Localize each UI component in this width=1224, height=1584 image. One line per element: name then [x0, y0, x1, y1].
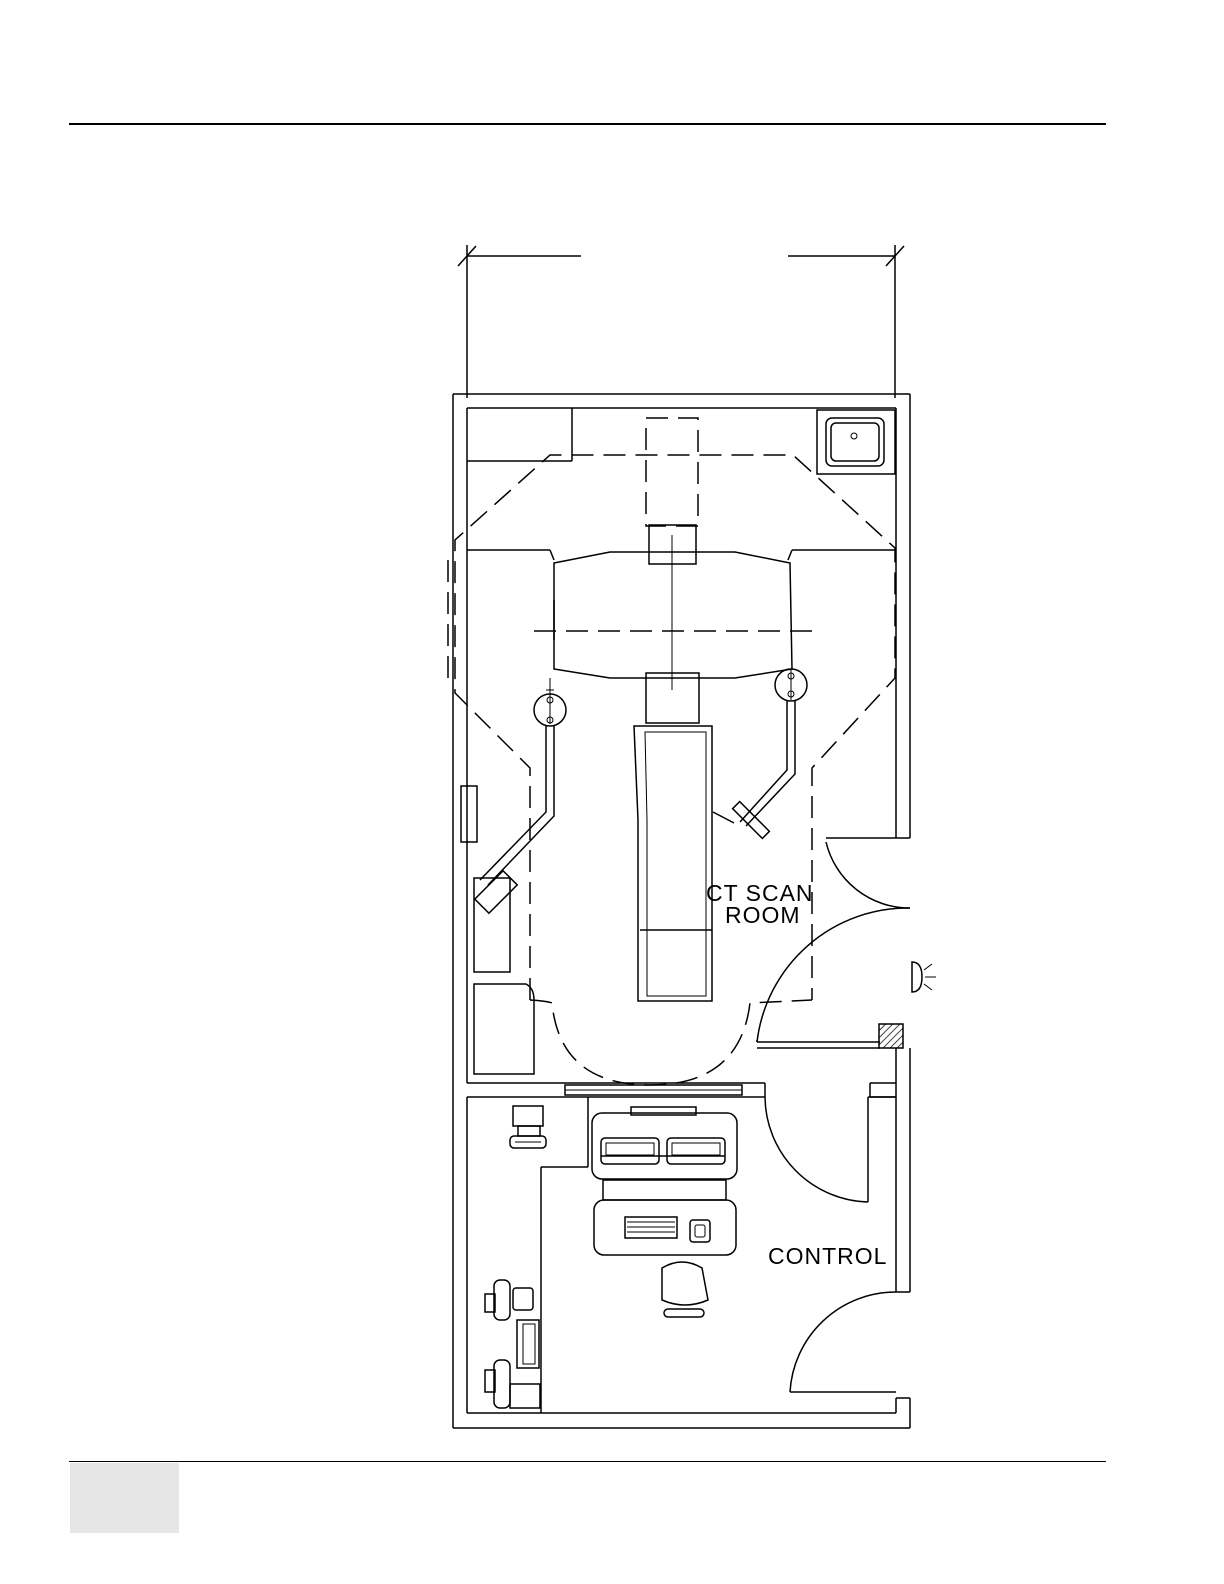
- counter-cabinet: [467, 408, 572, 461]
- patient-table: [634, 673, 712, 1001]
- door-frame: [757, 1042, 896, 1097]
- operator-console: [592, 1107, 737, 1255]
- observation-window: [565, 1085, 742, 1095]
- scan-room-door: [757, 838, 910, 1042]
- footer-rule: [69, 1461, 1106, 1462]
- scan-room-label-line2: ROOM: [725, 902, 801, 928]
- wall-panel: [461, 786, 477, 842]
- control-room-label: CONTROL: [768, 1243, 887, 1269]
- hatched-column: [879, 1024, 903, 1048]
- gantry: [448, 418, 895, 690]
- page-number-tab: [70, 1463, 179, 1533]
- interior-wall: [467, 1083, 765, 1413]
- printer-icon: [510, 1106, 546, 1148]
- outer-walls: [453, 394, 910, 1428]
- control-partitions: [541, 1097, 588, 1413]
- dimension-line: [458, 245, 904, 398]
- operator-chair: [662, 1262, 708, 1317]
- ceiling-arm-right: [713, 669, 807, 838]
- warning-light-icon: [912, 962, 936, 992]
- control-door-upper: [765, 1097, 896, 1202]
- storage-cabinet: [474, 984, 534, 1074]
- control-door-lower: [790, 1292, 896, 1392]
- ceiling-arm-left: [474, 678, 566, 972]
- workstation-equipment: [485, 1280, 540, 1408]
- sink: [817, 410, 895, 474]
